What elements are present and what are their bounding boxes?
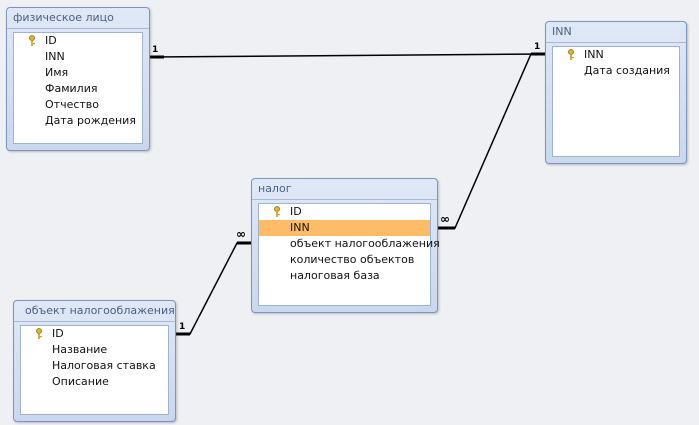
cardinality-obj-nalog-from: 1 xyxy=(179,322,186,332)
table-obj-nalogooblazheniya[interactable]: объект налогооблажения ID Название Налог… xyxy=(13,300,176,422)
primary-key-icon xyxy=(568,49,574,60)
relationship-line-fiz-inn[interactable] xyxy=(149,53,546,58)
relationship-line-obj-nalog[interactable] xyxy=(176,242,251,335)
field-row-tax-base[interactable]: налоговая база xyxy=(290,269,380,282)
cardinality-nalog-inn-from: ∞ xyxy=(440,212,450,226)
table-fiz-litso[interactable]: физическое лицо ID INN Имя Фамилия Отчес… xyxy=(6,7,150,151)
table-nalog[interactable]: налог ID INN объект налогооблажения коли… xyxy=(251,178,440,313)
cardinality-obj-nalog-to: ∞ xyxy=(236,227,246,241)
table-inn[interactable]: INN INN Дата создания xyxy=(545,21,687,164)
field-row-id[interactable]: ID xyxy=(14,33,142,49)
field-list[interactable]: ID INN объект налогооблажения количество… xyxy=(258,203,440,306)
primary-key-icon xyxy=(36,328,42,339)
field-row-id[interactable]: ID xyxy=(21,326,168,342)
field-row-inn[interactable]: INN xyxy=(45,50,65,63)
table-title[interactable]: INN xyxy=(546,22,686,43)
field-list[interactable]: ID Название Налоговая ставка Описание xyxy=(20,325,169,415)
primary-key-icon xyxy=(274,206,280,217)
field-row-description[interactable]: Описание xyxy=(52,375,109,388)
field-row-id[interactable]: ID xyxy=(259,204,430,220)
table-title[interactable]: физическое лицо xyxy=(7,8,149,29)
field-row-surname[interactable]: Фамилия xyxy=(45,82,98,95)
table-title[interactable]: налог xyxy=(252,179,437,200)
field-row-name[interactable]: Название xyxy=(52,343,108,356)
field-row-name[interactable]: Имя xyxy=(45,66,69,79)
field-list[interactable]: ID INN Имя Фамилия Отчество Дата рождени… xyxy=(13,32,143,144)
field-row-inn[interactable]: INN xyxy=(553,47,679,63)
primary-key-icon xyxy=(29,35,35,46)
table-title[interactable]: объект налогооблажения xyxy=(14,301,175,322)
field-row-object-count[interactable]: количество объектов xyxy=(290,253,415,266)
relationship-line-nalog-inn[interactable] xyxy=(438,53,545,229)
field-list[interactable]: INN Дата создания xyxy=(552,46,680,157)
field-row-inn-selected[interactable]: INN xyxy=(259,220,430,236)
field-row-birthdate[interactable]: Дата рождения xyxy=(45,114,136,127)
cardinality-fiz-inn-to: 1 xyxy=(534,42,541,52)
field-row-patronymic[interactable]: Отчество xyxy=(45,98,100,111)
field-row-created[interactable]: Дата создания xyxy=(584,64,670,77)
field-row-tax-object[interactable]: объект налогооблажения xyxy=(290,237,440,250)
cardinality-fiz-inn-from: 1 xyxy=(152,45,159,55)
field-row-tax-rate[interactable]: Налоговая ставка xyxy=(52,359,156,372)
